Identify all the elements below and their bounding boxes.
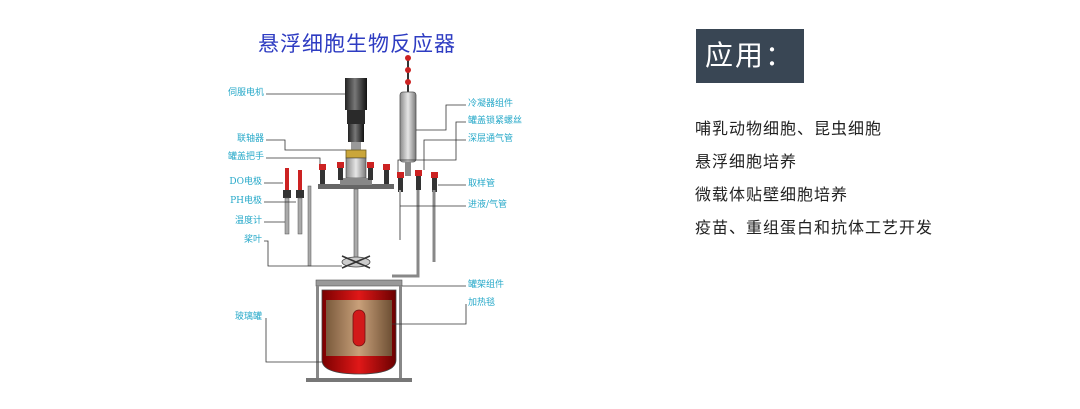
list-item: 微载体贴壁细胞培养	[695, 185, 849, 204]
label-stand: 罐架组件	[468, 280, 505, 290]
label-sampling-pipe: 取样管	[468, 179, 496, 189]
applications-list: 哺乳动物细胞、昆虫细胞 悬浮细胞培养 微载体贴壁细胞培养 疫苗、重组蛋白和抗体工…	[695, 112, 933, 244]
impeller	[341, 255, 371, 269]
label-servo-motor: 伺服电机	[227, 88, 264, 98]
servo-motor	[345, 78, 367, 142]
gas-and-feed-tubes	[392, 170, 438, 278]
stirrer-shaft	[353, 188, 359, 260]
diagram-title: 悬浮细胞生物反应器	[258, 32, 456, 56]
vessel-stand	[306, 279, 412, 382]
label-glass-vessel: 玻璃罐	[234, 312, 262, 322]
list-item: 悬浮细胞培养	[695, 152, 798, 171]
label-thermometer: 温度计	[234, 216, 262, 226]
label-lid-nut: 罐盖锁紧螺丝	[468, 116, 523, 126]
lid-fittings	[319, 162, 390, 184]
leader-lines	[264, 93, 467, 363]
vessel-lid	[318, 184, 394, 189]
electrodes	[283, 168, 312, 267]
label-deep-gas-pipe: 深层通气管	[468, 134, 514, 144]
label-do-electrode: DO电极	[229, 177, 262, 187]
coupling	[345, 142, 367, 179]
condenser-assembly	[399, 55, 417, 176]
label-ph-electrode: PH电极	[230, 196, 262, 206]
label-lid-handle: 罐盖把手	[227, 152, 264, 162]
glass-vessel	[321, 289, 397, 375]
list-item: 疫苗、重组蛋白和抗体工艺开发	[695, 218, 934, 237]
label-condenser: 冷凝器组件	[468, 99, 514, 109]
label-feed-pipe: 进液/气管	[468, 200, 508, 210]
label-heating-jacket: 加热毯	[468, 298, 496, 308]
lid-hub	[340, 178, 372, 185]
label-impeller: 桨叶	[243, 235, 262, 245]
label-coupling: 联轴器	[236, 134, 264, 144]
list-item: 哺乳动物细胞、昆虫细胞	[695, 119, 883, 138]
applications-heading: 应用：	[696, 29, 804, 83]
